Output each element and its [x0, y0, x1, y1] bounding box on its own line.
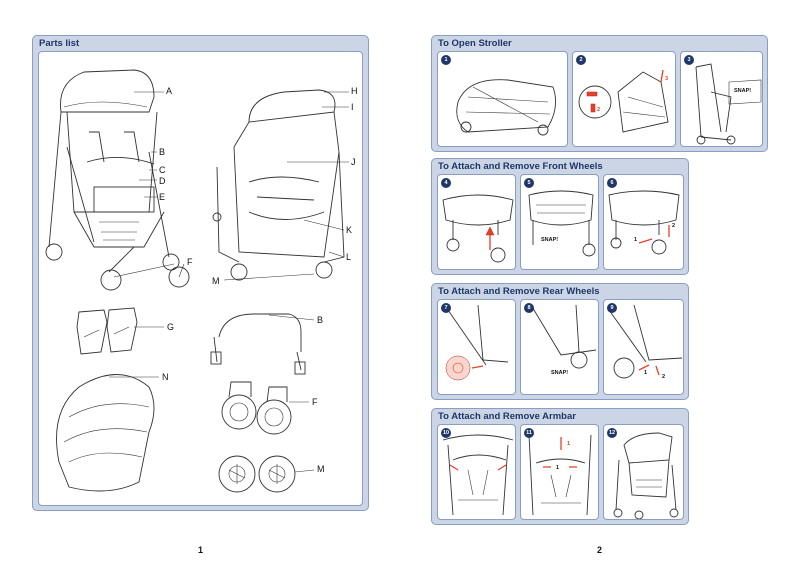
snap-text: SNAP!	[541, 237, 559, 243]
step-number: 8	[524, 303, 534, 313]
folded-stroller-icon	[456, 79, 557, 136]
section-title: To Attach and Remove Armbar	[438, 411, 576, 422]
snap-text: SNAP!	[734, 88, 752, 94]
part-label-f-wheels: F	[312, 397, 318, 407]
page-number-right: 2	[597, 545, 603, 555]
step-box-8: 8 SNAP!	[520, 299, 599, 395]
step-number: 9	[607, 303, 617, 313]
part-label-m: M	[212, 276, 220, 286]
part-label-k: K	[346, 225, 353, 235]
step-box-1: 1	[437, 51, 568, 147]
part-label-b: B	[159, 147, 166, 157]
stroller-front-drawing	[45, 69, 190, 291]
step-number: 10	[441, 428, 451, 438]
canopy-drawing	[56, 374, 155, 492]
section-front-wheels: To Attach and Remove Front Wheels 4 5 SN…	[431, 158, 689, 275]
part-label-a: A	[166, 86, 173, 96]
step-number: 12	[607, 428, 617, 438]
part-label-n: N	[162, 372, 169, 382]
part-label-d: D	[159, 176, 166, 186]
section-rear-wheels: To Attach and Remove Rear Wheels 7 8 SNA…	[431, 283, 689, 400]
remove-rear-wheel-icon	[608, 304, 683, 379]
unfolding-stroller-icon	[578, 69, 669, 133]
callout-number: 1	[644, 370, 648, 376]
remove-front-wheel-icon	[608, 190, 680, 255]
attach-front-wheel-icon	[442, 194, 514, 263]
parts-list-panel: Parts list	[32, 35, 369, 511]
step-box-3: 3 SNAP!	[680, 51, 763, 147]
callout-number: 2	[662, 374, 666, 380]
section-open-stroller: To Open Stroller 1 2 3 2 3 SNAP!	[431, 35, 768, 152]
parts-illustration	[45, 69, 349, 493]
part-label-i: I	[351, 102, 354, 112]
step-box-4: 4	[437, 174, 516, 270]
part-label-c: C	[159, 165, 166, 175]
step-number: 2	[576, 55, 586, 65]
callout-number: 3	[665, 76, 669, 82]
front-wheel-snap-icon	[528, 190, 596, 257]
part-label-m-wheels: M	[317, 464, 325, 474]
part-label-g: G	[167, 322, 175, 332]
step-box-12: 12	[603, 424, 684, 520]
part-label-h: H	[351, 86, 358, 96]
step-box-5: 5 SNAP!	[520, 174, 599, 270]
section-title: To Open Stroller	[438, 38, 512, 49]
section-title: To Attach and Remove Rear Wheels	[438, 286, 600, 297]
parts-list-area: A B C D E F G H I J K L M B F N M	[38, 51, 363, 506]
snap-text: SNAP!	[551, 370, 569, 376]
stroller-rear-drawing	[212, 89, 345, 281]
parts-list-title: Parts list	[39, 38, 80, 49]
part-label-j: J	[351, 157, 356, 167]
attach-armbar-icon	[442, 434, 514, 516]
armbar-drawing	[210, 313, 306, 375]
part-label-b-armbar: B	[317, 315, 324, 325]
section-armbar: To Attach and Remove Armbar 10 11 1 1 12	[431, 408, 689, 525]
step-box-9: 9 1 2	[603, 299, 684, 395]
step-box-6: 6 1 2	[603, 174, 684, 270]
section-title: To Attach and Remove Front Wheels	[438, 161, 603, 172]
step-number: 5	[524, 178, 534, 188]
part-label-f: F	[187, 257, 193, 267]
step-number: 1	[441, 55, 451, 65]
shade-panels-drawing	[76, 307, 138, 355]
step-number: 7	[441, 303, 451, 313]
callout-number: 1	[634, 237, 638, 243]
part-label-l: L	[346, 252, 352, 262]
step-number: 6	[607, 178, 617, 188]
step-number: 3	[684, 55, 694, 65]
callout-number: 2	[597, 107, 601, 113]
rear-wheels-drawing	[218, 455, 296, 493]
attach-rear-wheel-icon	[445, 304, 509, 381]
step-number: 4	[441, 178, 451, 188]
assembled-stroller-icon	[613, 432, 679, 519]
callout-number: 1	[556, 465, 560, 471]
opened-stroller-icon	[695, 63, 762, 145]
part-label-e: E	[159, 192, 166, 202]
step-number: 11	[524, 428, 534, 438]
rear-wheel-snap-icon	[530, 304, 597, 369]
callout-number: 2	[672, 223, 676, 229]
remove-armbar-icon	[528, 434, 592, 516]
step-box-7: 7	[437, 299, 516, 395]
step-box-11: 11 1 1	[520, 424, 599, 520]
front-wheels-drawing	[221, 381, 292, 435]
step-box-10: 10	[437, 424, 516, 520]
callout-number: 1	[567, 441, 571, 447]
page-number-left: 1	[198, 545, 204, 555]
step-box-2: 2 3 2	[572, 51, 676, 147]
